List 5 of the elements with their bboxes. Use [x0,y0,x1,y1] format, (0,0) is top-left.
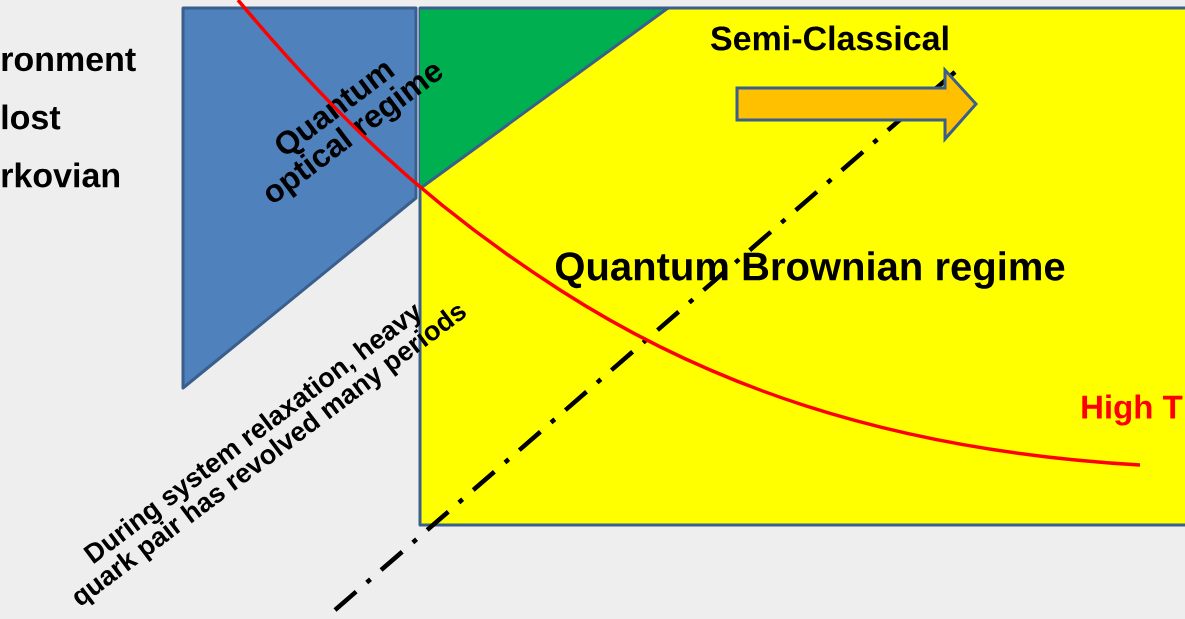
curve-label: High T [1082,394,1183,426]
side-text: ronment [2,48,136,72]
side-text: lost [2,104,61,130]
region-label: Semi-Classical [710,25,948,51]
side-text: rkovian [2,162,120,188]
